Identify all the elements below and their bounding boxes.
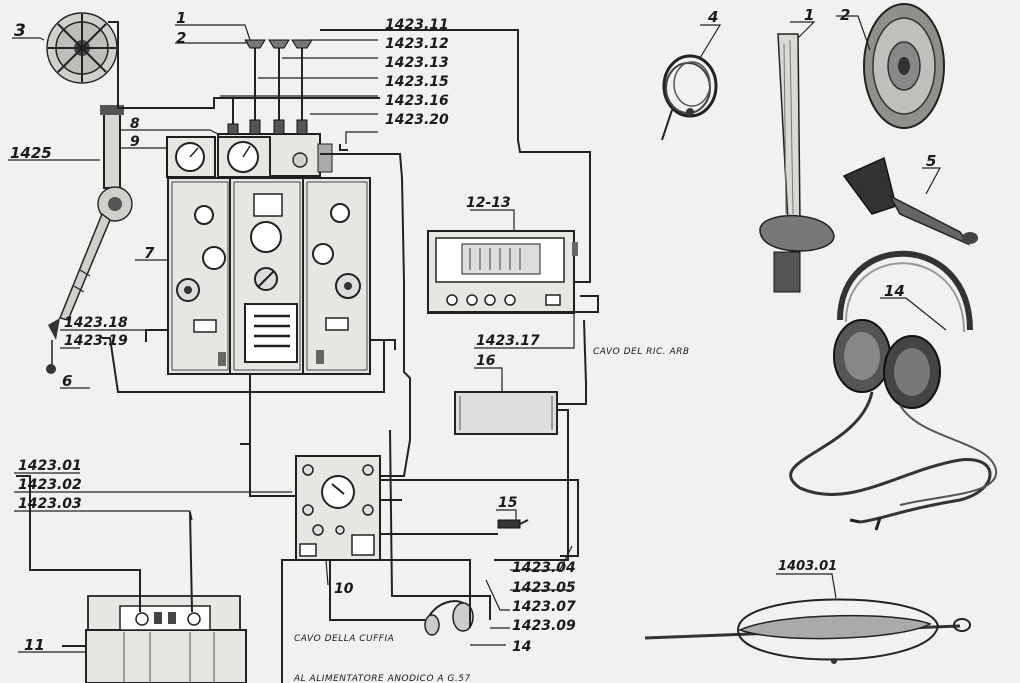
- label-1423-04: 1423.04: [512, 560, 576, 576]
- label-1423-03: 1423.03: [18, 496, 82, 512]
- label-10: 10: [334, 581, 354, 597]
- label-1423-01: 1423.01: [18, 458, 82, 474]
- label-1423-19: 1423.19: [64, 333, 128, 349]
- label-7: 7: [144, 244, 155, 262]
- pic-label-14: 14: [884, 282, 905, 300]
- pic-label-5: 5: [926, 152, 936, 170]
- label-1425: 1425: [10, 144, 52, 162]
- label-6: 6: [62, 372, 72, 390]
- pic-label-2: 2: [840, 6, 850, 24]
- pic-label-1403-01: 1403.01: [778, 559, 837, 574]
- label-8: 8: [130, 116, 140, 132]
- label-16: 16: [476, 353, 496, 369]
- receiver-unit: [427, 230, 578, 314]
- leader-lines: [8, 24, 575, 653]
- antenna-whip: [759, 33, 835, 293]
- pic-label-4: 4: [707, 8, 718, 26]
- control-box: [295, 455, 381, 561]
- antenna-reel: [46, 12, 119, 100]
- label-1423-05: 1423.05: [512, 580, 576, 596]
- caption-cavo-ric: CAVO DEL RIC. ARB: [593, 347, 690, 357]
- picture-leader-lines: [699, 15, 947, 599]
- battery-box: [454, 391, 558, 435]
- label-3: 3: [14, 21, 26, 41]
- headphones: [789, 250, 998, 531]
- label-1423-02: 1423.02: [18, 477, 82, 493]
- labels: 3 1 2 1423.11 1423.12 1423.13 1423.15 14…: [10, 6, 936, 683]
- cable-assembly: [644, 598, 971, 664]
- loudspeaker: [863, 3, 945, 129]
- meter-panel: [166, 136, 271, 178]
- pic-label-1: 1: [804, 6, 814, 24]
- label-15: 15: [498, 495, 518, 511]
- power-unit: [85, 595, 247, 683]
- antenna-mast: [46, 105, 133, 374]
- label-1423-16: 1423.16: [385, 93, 449, 109]
- label-11: 11: [24, 636, 45, 654]
- small-headset: [424, 600, 474, 636]
- probe-handle: [842, 156, 978, 246]
- label-12-13: 12-13: [466, 195, 511, 211]
- coiled-cable: [661, 54, 718, 141]
- label-1423-15: 1423.15: [385, 74, 449, 90]
- caption-alimentatore: AL ALIMENTATORE ANODICO A G.57: [293, 674, 471, 683]
- label-1423-13: 1423.13: [385, 55, 449, 71]
- label-14a: 14: [512, 639, 531, 655]
- label-1423-18: 1423.18: [64, 315, 128, 331]
- label-1423-12: 1423.12: [385, 36, 449, 52]
- label-1423-11: 1423.11: [385, 17, 449, 33]
- transmitter-cabinet: [167, 177, 371, 375]
- label-2: 2: [176, 29, 186, 47]
- label-1423-07: 1423.07: [512, 599, 576, 615]
- label-1423-20: 1423.20: [385, 112, 449, 128]
- label-9: 9: [130, 134, 140, 150]
- label-1423-17: 1423.17: [476, 333, 540, 349]
- switch: [497, 519, 529, 529]
- label-1: 1: [176, 9, 186, 27]
- caption-cavo-cuffia: CAVO DELLA CUFFIA: [294, 634, 394, 644]
- label-1423-09: 1423.09: [512, 618, 576, 634]
- wires: [16, 29, 599, 683]
